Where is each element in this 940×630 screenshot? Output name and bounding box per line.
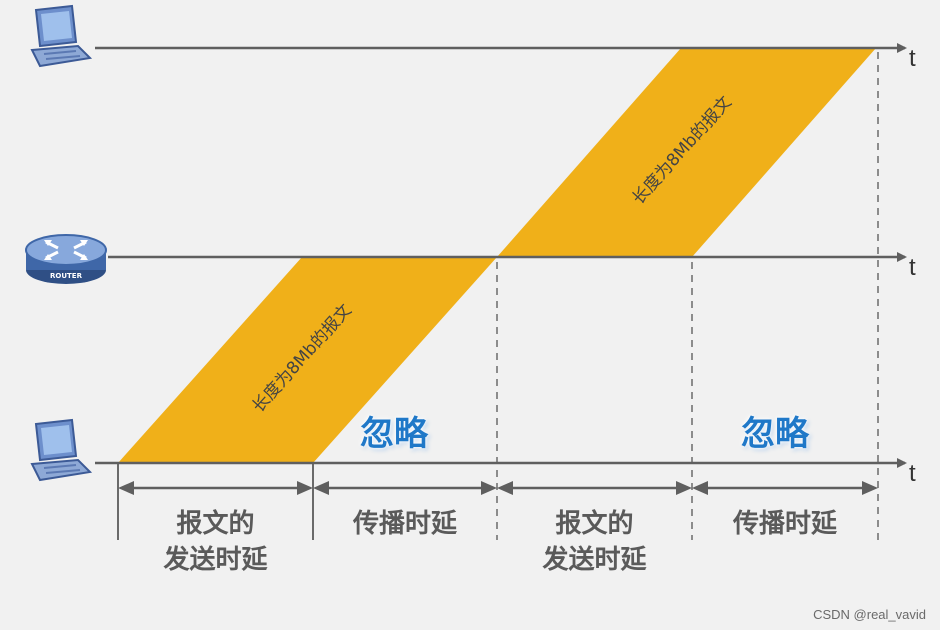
- packet-band-lower: [118, 257, 497, 463]
- laptop-sender-icon: [30, 4, 93, 68]
- duration-arrow-3: [497, 481, 692, 495]
- segment-label-3: 报文的 发送时延: [497, 506, 692, 578]
- segment-label-1-line1: 报文的: [176, 509, 255, 539]
- watermark: CSDN @real_vavid: [813, 607, 926, 622]
- ignore-label-2: 忽略: [741, 414, 809, 454]
- axis-t-label-top: t: [909, 45, 916, 72]
- laptop-receiver-icon: [30, 418, 93, 482]
- segment-label-2: 传播时延: [313, 506, 497, 542]
- axis-t-label-bottom: t: [909, 460, 916, 487]
- duration-arrow-1: [118, 481, 313, 495]
- segment-label-4-line1: 传播时延: [732, 509, 837, 539]
- packet-band-upper: [497, 48, 876, 257]
- segment-label-1-line2: 发送时延: [163, 545, 268, 575]
- router-icon: ROUTER: [25, 234, 107, 284]
- axis-t-label-middle: t: [909, 254, 916, 281]
- segment-label-4: 传播时延: [692, 506, 878, 542]
- router-label: ROUTER: [50, 272, 83, 280]
- segment-label-2-line1: 传播时延: [352, 509, 457, 539]
- duration-arrow-2: [313, 481, 497, 495]
- segment-label-3-line1: 报文的: [555, 509, 634, 539]
- segment-label-3-line2: 发送时延: [542, 545, 647, 575]
- duration-arrow-4: [692, 481, 878, 495]
- segment-label-1: 报文的 发送时延: [118, 506, 313, 578]
- ignore-label-1: 忽略: [360, 414, 428, 454]
